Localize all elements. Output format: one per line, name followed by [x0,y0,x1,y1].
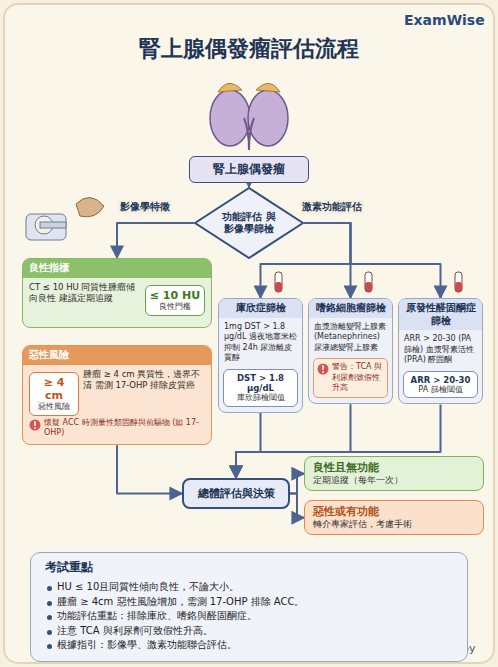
node-text: 腎上腺偶發瘤 [196,161,302,178]
screen-card: 原發性醛固酮症篩檢ARR > 20-30 (PA 篩檢) 血漿腎素活性 (PRA… [398,298,483,404]
node-text: 原發性醛固酮症篩檢 [399,299,482,330]
node-text: 定期追蹤（每年一次） [313,475,475,486]
kidney-illustration [210,83,288,150]
connector [117,445,182,493]
node-text: 良性指標 [23,259,211,278]
node-text: HU ≤ 10且同質性傾向良性，不論大小。 [45,580,453,595]
mri-icon [26,214,66,240]
node-text: 懷疑 ACC 時測量性類固醇與前驅物 (如 17-OHP) [44,418,205,439]
connector [117,223,194,258]
connector [304,223,441,298]
node-text: 惡性風險 [33,402,75,412]
outcome-box: 良性且無功能定期追蹤（每年一次） [304,456,484,491]
connector [290,474,304,494]
start-box: 腎上腺偶發瘤 [189,156,309,183]
node-text: 1mg DST > 1.8 μg/dL 過夜地塞米松抑制 24h 尿游離皮質醇 [219,318,302,364]
warning-row: 警告：TCA 與利尿劑致假性升高 [314,359,387,393]
frame [4,4,494,663]
node-text: ≤ 10 HU [149,289,201,302]
node-text: 庫欣篩檢閾值 [227,393,294,403]
node-text: 警告：TCA 與利尿劑致假性升高 [332,362,384,393]
node-text: ARR > 20-30 (PA 篩檢) 血漿腎素活性 (PRA) 醛固酮 [399,330,482,366]
node-text: 功能評估 與 影像學篩檢 [218,211,280,236]
node-text: 腫瘤 ≥ 4cm 惡性風險增加，需測 17-OHP 排除 ACC。 [45,595,453,610]
outcome-box: 惡性或有功能轉介專家評估，考慮手術 [304,500,484,535]
node-text: ARR > 20-30 [407,375,474,385]
node-text: 功能評估重點：排除庫欣、嗜鉻與醛固酮症。 [45,609,453,624]
benign-box: 良性指標CT ≤ 10 HU 同質性腫瘤傾向良性 建議定期追蹤≤ 10 HU良性… [22,258,212,328]
decision-diamond: 功能評估 與 影像學篩檢 [194,187,304,259]
node-text: 嗜鉻細胞瘤篩檢 [309,299,392,318]
node-text: 考試重點 [45,559,453,576]
node-text: 總體評估與決策 [188,486,284,501]
node-text: 注意 TCA 與利尿劑可致假性升高。 [45,624,453,639]
label: 激素功能評估 [300,200,364,214]
node-text: 惡性或有功能 [313,505,475,519]
threshold-badge: ≥ 4 cm惡性風險 [29,372,79,416]
test-tubes [275,272,462,292]
screen-card: 嗜鉻細胞瘤篩檢血漿游離變腎上腺素 (Metanephrines) 尿液總變腎上腺… [308,298,393,404]
connector [236,413,261,478]
node-text: 惡性風險 [23,346,211,365]
node-text: 轉介專家評估，考慮手術 [313,519,475,530]
decision-box: 總體評估與決策 [182,478,290,509]
warning-icon [317,363,329,375]
threshold-badge: DST > 1.8 μg/dL庫欣篩檢閾值 [223,369,298,407]
connector [290,494,304,518]
node-text: 庫欣症篩檢 [219,299,302,318]
threshold-badge: ≤ 10 HU良性門檻 [145,285,205,316]
label: 影像學特徵 [118,200,172,214]
warning-row: 懷疑 ACC 時測量性類固醇與前驅物 (如 17-OHP) [23,413,211,439]
node-text: DST > 1.8 μg/dL [227,373,294,393]
node-text: PA 篩檢閾值 [407,385,474,395]
title: 腎上腺偶發瘤評估流程 [0,34,498,64]
node-text: 血漿游離變腎上腺素 (Metanephrines) 尿液總變腎上腺素 [309,318,392,354]
node-text: 良性且無功能 [313,461,475,475]
label: ExamWise [404,12,485,28]
node-text: ≥ 4 cm [33,376,75,402]
key-points-box: 考試重點 HU ≤ 10且同質性傾向良性，不論大小。腫瘤 ≥ 4cm 惡性風險增加… [30,552,468,662]
node-text: 根據指引：影像學、激素功能聯合評估。 [45,638,453,653]
node-text: 良性門檻 [149,302,201,312]
warning-box: 警告：TCA 與利尿劑致假性升高 [313,358,388,398]
warning-icon [29,419,41,431]
connector [304,223,351,298]
screen-card: 庫欣症篩檢1mg DST > 1.8 μg/dL 過夜地塞米松抑制 24h 尿游… [218,298,303,413]
malignant-box: 惡性風險腫瘤 ≥ 4 cm 異質性，邊界不清 需測 17-OHP 排除皮質癌懷疑… [22,345,212,445]
threshold-badge: ARR > 20-30PA 篩檢閾值 [403,371,478,399]
tumor-icon [76,197,104,216]
connector [248,183,250,187]
